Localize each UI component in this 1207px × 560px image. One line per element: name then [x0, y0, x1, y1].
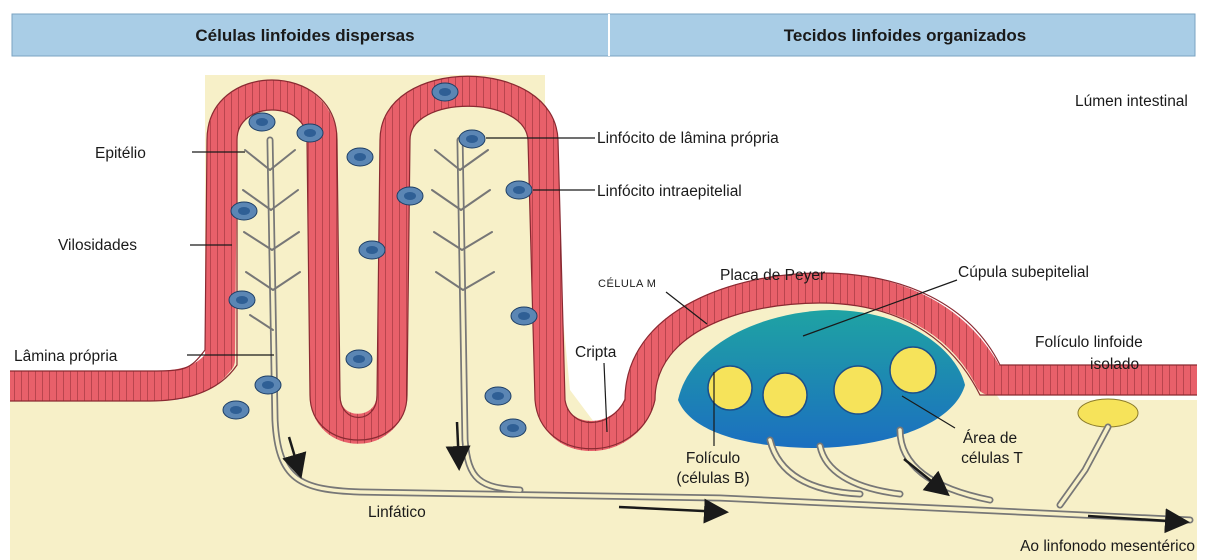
label-cripta: Cripta — [575, 344, 617, 361]
label-linfocito-intra: Linfócito intraepitelial — [597, 183, 742, 200]
label-vilosidades: Vilosidades — [58, 237, 137, 254]
lymphocyte — [500, 419, 526, 437]
follicle-2 — [763, 373, 807, 417]
isolated-lymphoid-follicle — [1078, 399, 1138, 427]
lymphocyte — [297, 124, 323, 142]
lymphocyte — [359, 241, 385, 259]
lymphocyte — [223, 401, 249, 419]
lymphocyte — [229, 291, 255, 309]
lymphocyte — [397, 187, 423, 205]
lymphocyte — [249, 113, 275, 131]
lymphocyte — [231, 202, 257, 220]
label-foliculo-isolado-2: isolado — [1090, 356, 1139, 373]
label-linfatico: Linfático — [368, 504, 426, 521]
lamina-propria-tissue — [10, 95, 1197, 560]
label-area-t-1: Área de — [963, 430, 1017, 447]
lymphocyte — [485, 387, 511, 405]
lymphocyte — [511, 307, 537, 325]
lymphocyte — [506, 181, 532, 199]
header-left-title: Células linfoides dispersas — [195, 26, 414, 45]
label-epitelio: Epitélio — [95, 145, 146, 162]
label-foliculo-isolado-1: Folículo linfoide — [1035, 334, 1143, 351]
follicle-4 — [890, 347, 936, 393]
label-linfonodo: Ao linfonodo mesentérico — [1020, 538, 1195, 555]
label-celula-m: CÉLULA M — [598, 277, 656, 290]
label-foliculo-1: Folículo — [686, 450, 740, 467]
label-lamina-propria: Lâmina própria — [14, 348, 118, 365]
label-cupula: Cúpula subepitelial — [958, 264, 1089, 281]
follicle-3 — [834, 366, 882, 414]
lymphocyte — [255, 376, 281, 394]
label-linfocito-lamina: Linfócito de lâmina própria — [597, 130, 779, 147]
lymphocyte — [347, 148, 373, 166]
label-area-t-2: células T — [961, 450, 1023, 467]
lymphocyte — [432, 83, 458, 101]
lymphocyte — [346, 350, 372, 368]
label-foliculo-2: (células B) — [676, 470, 749, 487]
header-right-title: Tecidos linfoides organizados — [784, 26, 1026, 45]
label-placa-peyer: Placa de Peyer — [720, 267, 825, 284]
lymphocyte — [459, 130, 485, 148]
label-lumen: Lúmen intestinal — [1075, 93, 1188, 110]
header-bar: Células linfoides dispersas Tecidos linf… — [12, 14, 1195, 56]
